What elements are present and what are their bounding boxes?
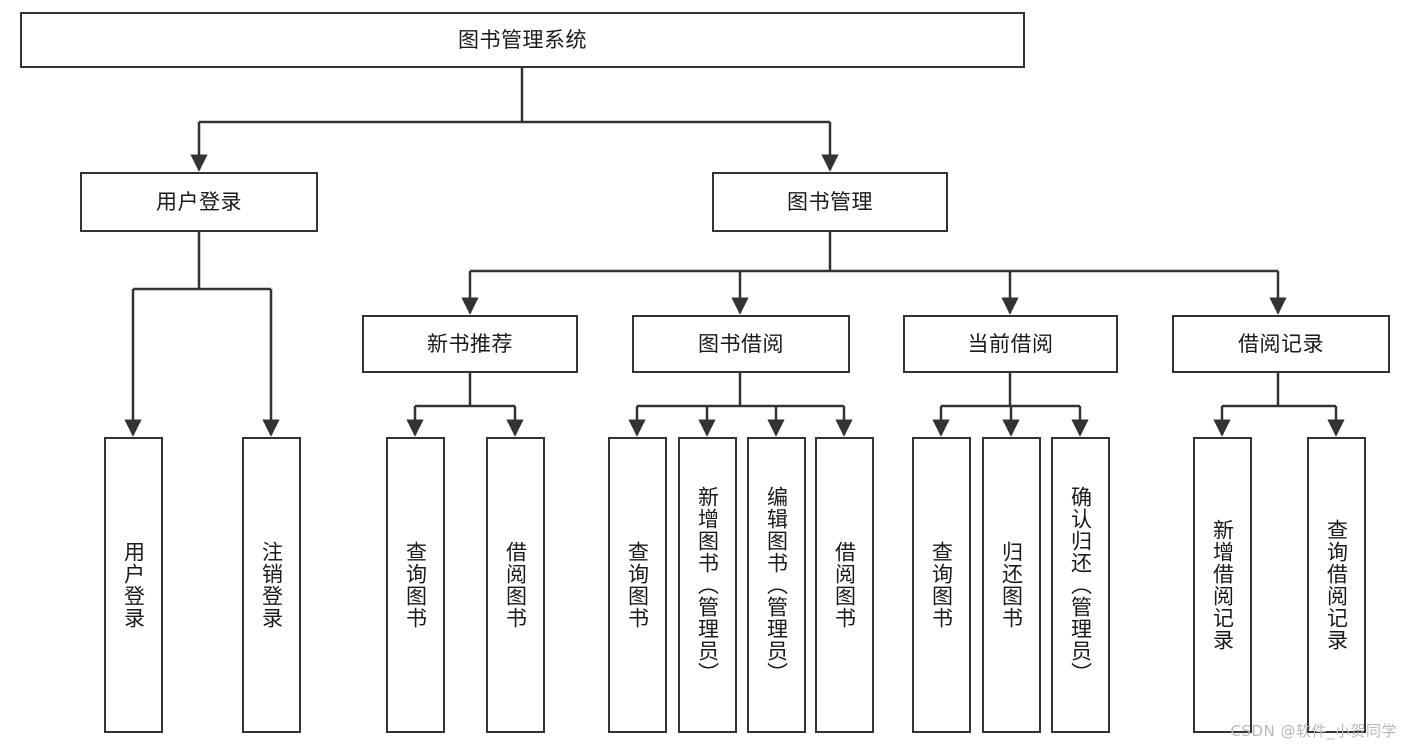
node-new-book-recommend-label: 新书推荐 [427,331,513,356]
node-leaf-borrow-book-recommend[interactable]: 借阅图书 [486,437,545,733]
node-borrow-record[interactable]: 借阅记录 [1172,315,1390,373]
node-leaf-return-book-label: 归还图书 [999,541,1024,629]
node-new-book-recommend[interactable]: 新书推荐 [362,315,578,373]
node-leaf-add-record[interactable]: 新增借阅记录 [1193,437,1252,733]
node-leaf-query-record-label: 查询借阅记录 [1324,519,1349,651]
node-leaf-query-book-current[interactable]: 查询图书 [912,437,971,733]
node-leaf-query-book-recommend-label: 查询图书 [403,541,428,629]
node-leaf-logout[interactable]: 注销登录 [242,437,301,733]
node-book-manage-label: 图书管理 [787,189,873,214]
node-book-borrow-label: 图书借阅 [698,331,784,356]
node-leaf-user-login-label: 用户登录 [121,541,146,629]
node-leaf-query-book-borrow[interactable]: 查询图书 [608,437,667,733]
node-leaf-query-book-recommend[interactable]: 查询图书 [386,437,445,733]
node-leaf-borrow-book-recommend-label: 借阅图书 [503,541,528,629]
node-root[interactable]: 图书管理系统 [20,12,1025,68]
node-leaf-logout-label: 注销登录 [259,541,284,629]
csdn-watermark: CSDN @软件_小贺同学 [1230,722,1397,740]
node-leaf-query-book-borrow-label: 查询图书 [625,541,650,629]
node-leaf-borrow-book[interactable]: 借阅图书 [815,437,874,733]
node-root-label: 图书管理系统 [458,27,587,52]
node-leaf-add-record-label: 新增借阅记录 [1210,519,1235,651]
node-borrow-record-label: 借阅记录 [1238,331,1324,356]
node-user-login-label: 用户登录 [156,189,242,214]
node-book-manage[interactable]: 图书管理 [712,172,948,232]
node-leaf-edit-book[interactable]: 编辑图书（管理员） [747,437,806,733]
node-leaf-edit-book-label: 编辑图书（管理员） [764,486,789,684]
node-leaf-add-book[interactable]: 新增图书（管理员） [678,437,737,733]
node-leaf-borrow-book-label: 借阅图书 [832,541,857,629]
node-leaf-confirm-return-label: 确认归还（管理员） [1068,486,1093,684]
node-leaf-add-book-label: 新增图书（管理员） [695,486,720,684]
node-book-borrow[interactable]: 图书借阅 [632,315,850,373]
node-leaf-return-book[interactable]: 归还图书 [982,437,1041,733]
node-user-login[interactable]: 用户登录 [80,172,318,232]
node-current-borrow-label: 当前借阅 [967,331,1054,356]
node-leaf-query-book-current-label: 查询图书 [929,541,954,629]
node-leaf-user-login[interactable]: 用户登录 [104,437,163,733]
node-current-borrow[interactable]: 当前借阅 [903,315,1118,373]
node-leaf-query-record[interactable]: 查询借阅记录 [1307,437,1366,733]
node-leaf-confirm-return[interactable]: 确认归还（管理员） [1051,437,1110,733]
